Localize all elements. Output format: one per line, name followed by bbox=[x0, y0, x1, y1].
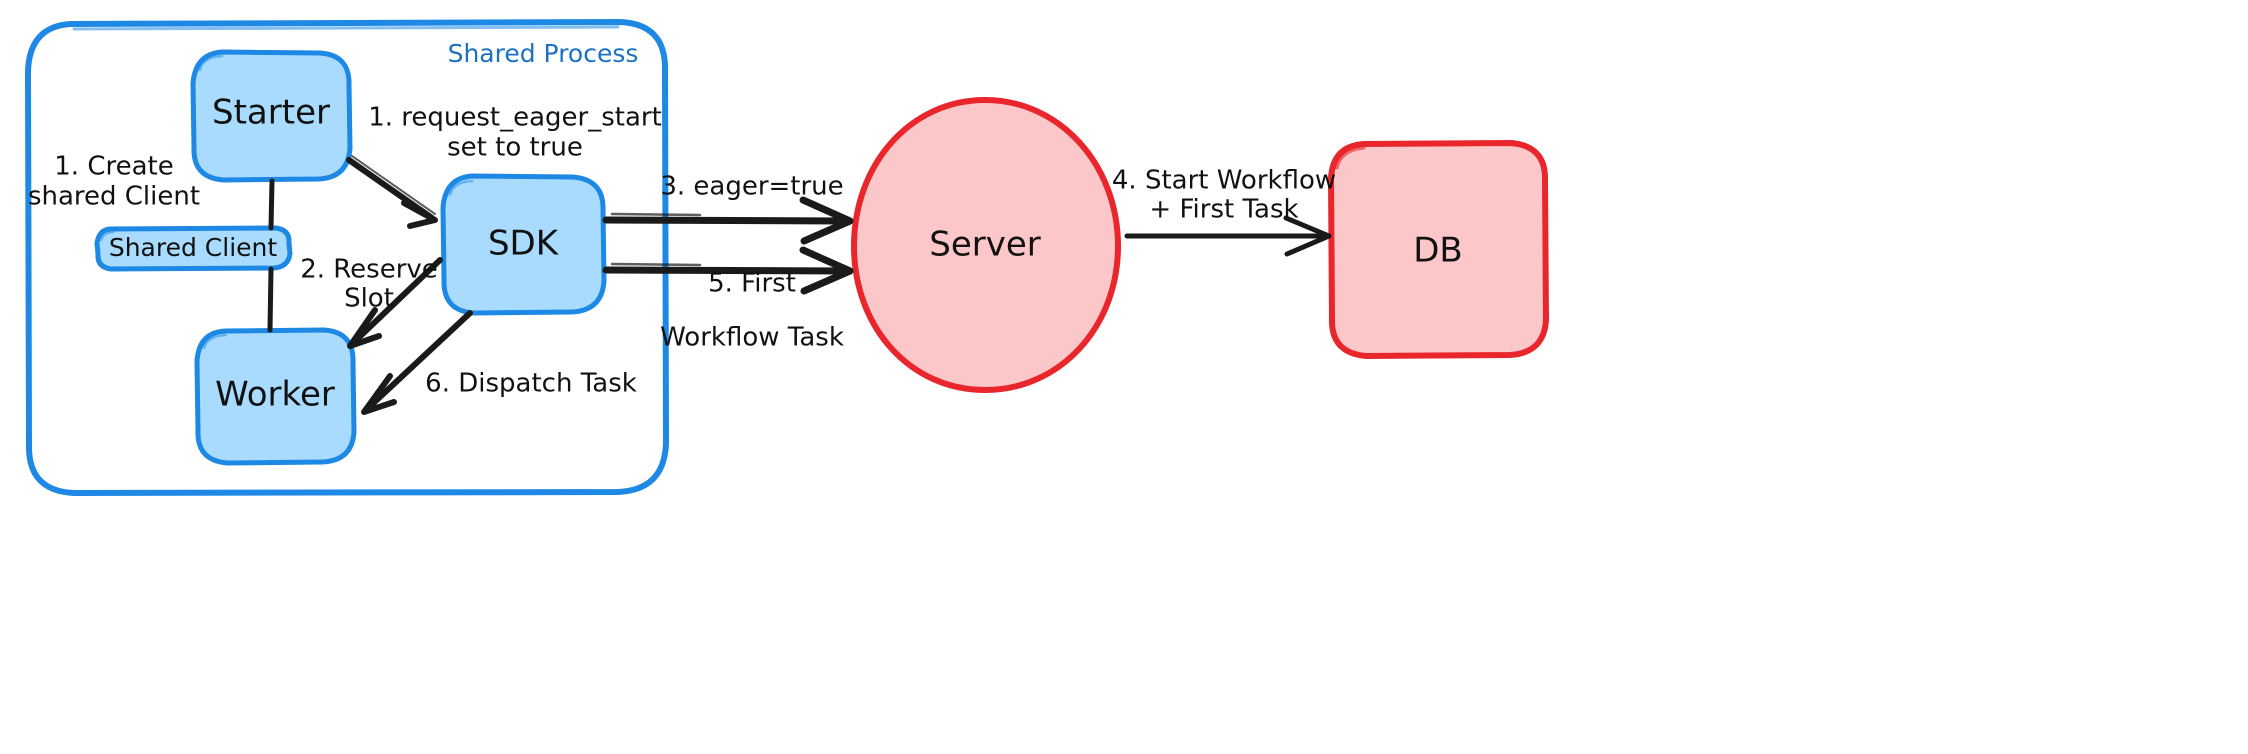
edge-reserve-slot-line bbox=[349, 257, 443, 347]
edge-label-reserve-slot-line1: 2. Reserve bbox=[300, 255, 438, 285]
edge-start-workflow-arrowhead bbox=[1283, 215, 1332, 257]
edge-label-first-workflow-task-line1: 5. First bbox=[708, 269, 796, 299]
group-label-shared-process: Shared Process bbox=[448, 39, 639, 68]
edge-first-workflow-task-arrowhead bbox=[799, 246, 854, 295]
edge-first-workflow-task bbox=[602, 246, 854, 295]
worker-border-sketch bbox=[202, 333, 228, 350]
db-border-sketch bbox=[1335, 146, 1366, 170]
edge-sharedclient-worker-line bbox=[267, 266, 274, 333]
edge-eager-true-line bbox=[602, 216, 850, 225]
worker-fill bbox=[197, 330, 354, 463]
starter-border bbox=[190, 49, 353, 183]
node-label-sdk: SDK bbox=[488, 224, 560, 264]
edge-label-dispatch-task: 6. Dispatch Task bbox=[425, 369, 637, 399]
sdk-fill bbox=[443, 176, 604, 313]
edge-start-workflow bbox=[1124, 215, 1332, 257]
starter-fill bbox=[193, 52, 350, 180]
edge-starter-sharedclient-line bbox=[268, 178, 275, 231]
shared-process-border bbox=[25, 19, 669, 496]
shared-client-border-sketch bbox=[99, 230, 115, 242]
edge-label-first-workflow-task-line2: Workflow Task bbox=[660, 323, 844, 353]
server-border-sketch bbox=[958, 98, 982, 104]
edge-label-reserve-slot-line2: Slot bbox=[344, 284, 394, 314]
edge-label-request-eager-start-line2: set to true bbox=[447, 133, 583, 163]
edge-label-create-shared-client-line1: 1. Create bbox=[54, 152, 173, 182]
edge-create-shared-client bbox=[267, 178, 275, 333]
node-db[interactable] bbox=[1328, 140, 1549, 359]
node-starter[interactable] bbox=[190, 49, 353, 183]
edge-eager-true bbox=[602, 196, 854, 245]
edge-eager-true-line-sketch bbox=[610, 212, 702, 217]
node-server[interactable] bbox=[851, 97, 1121, 393]
edge-label-start-workflow-line1: 4. Start Workflow bbox=[1112, 166, 1336, 196]
edge-label-start-workflow-line2: + First Task bbox=[1149, 195, 1298, 225]
edge-first-workflow-task-line bbox=[602, 266, 850, 275]
db-fill bbox=[1331, 143, 1546, 356]
edge-dispatch-task-arrowhead bbox=[361, 373, 397, 415]
shared-process-border-sketch bbox=[72, 25, 620, 31]
sdk-border bbox=[440, 173, 607, 316]
starter-border-sketch bbox=[198, 54, 224, 72]
sdk-border-sketch bbox=[448, 179, 474, 197]
node-label-starter: Starter bbox=[212, 93, 330, 133]
shared-client-border bbox=[94, 225, 293, 272]
edge-request-eager-start-line-sketch bbox=[351, 155, 436, 215]
edge-eager-true-arrowhead bbox=[799, 196, 854, 245]
group-shared-process[interactable] bbox=[25, 19, 669, 496]
node-label-db: DB bbox=[1413, 231, 1463, 271]
node-shared-client[interactable] bbox=[94, 225, 293, 272]
shared-client-fill bbox=[97, 228, 290, 269]
edge-reserve-slot bbox=[347, 257, 443, 349]
edge-dispatch-task bbox=[361, 310, 473, 415]
edge-first-workflow-task-line-sketch bbox=[610, 262, 702, 267]
edge-request-eager-start bbox=[346, 155, 438, 229]
node-label-shared-client: Shared Client bbox=[109, 233, 278, 262]
node-label-worker: Worker bbox=[215, 375, 335, 415]
server-border bbox=[851, 97, 1121, 393]
node-sdk[interactable] bbox=[440, 173, 607, 316]
edge-label-create-shared-client-line2: shared Client bbox=[28, 182, 200, 212]
edge-label-eager-true: 3. eager=true bbox=[660, 172, 843, 202]
edge-label-request-eager-start-line1: 1. request_eager_start bbox=[368, 103, 662, 133]
edge-request-eager-start-arrowhead bbox=[401, 200, 438, 229]
edge-dispatch-task-line bbox=[363, 310, 473, 413]
server-fill bbox=[854, 100, 1118, 390]
node-label-server: Server bbox=[929, 225, 1041, 265]
edge-reserve-slot-arrowhead bbox=[347, 307, 382, 349]
db-border bbox=[1328, 140, 1549, 359]
